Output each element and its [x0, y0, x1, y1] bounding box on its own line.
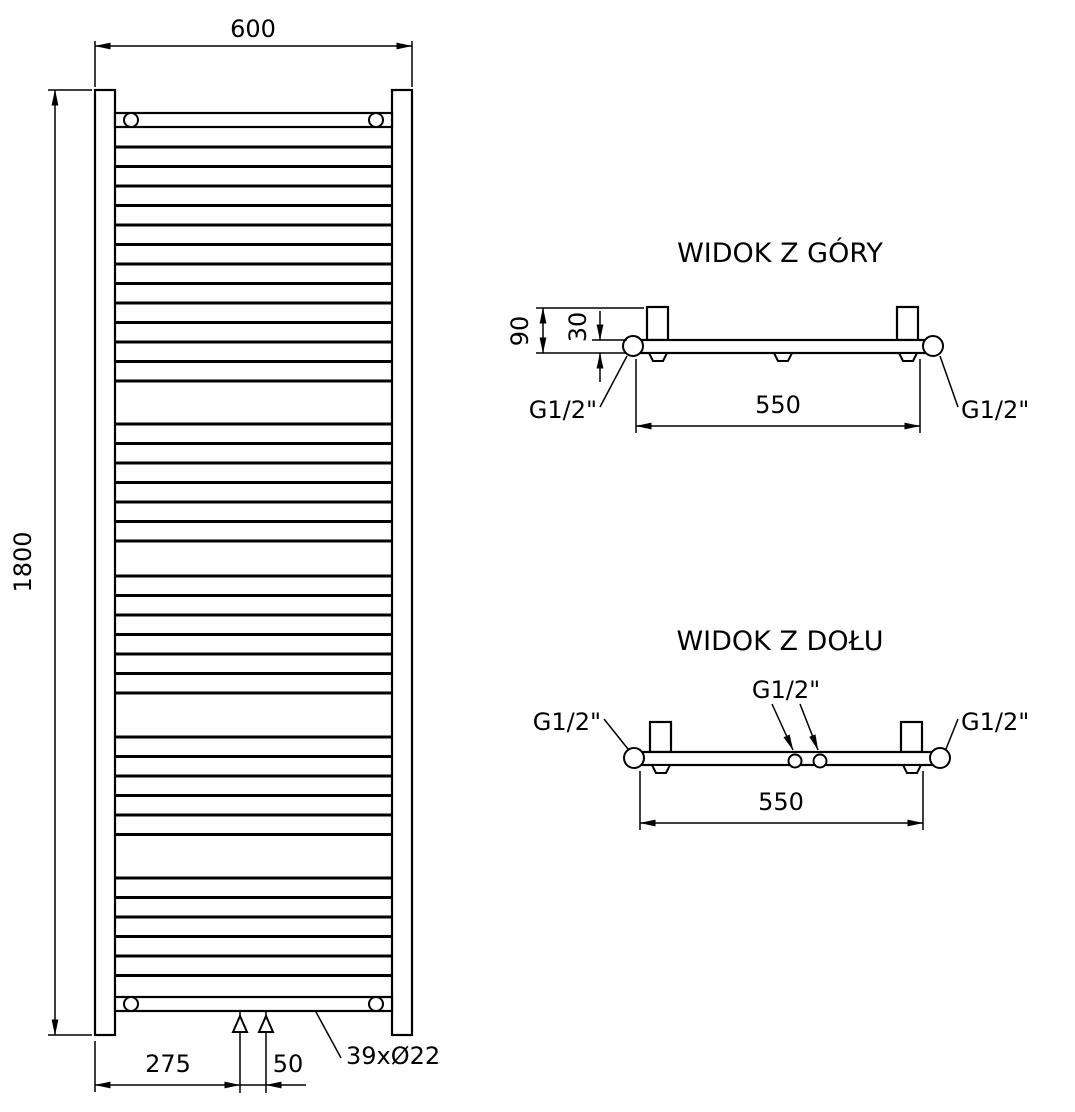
- axis-spacing-dimension-bottom: 550: [639, 771, 924, 830]
- left-connection-bottom: G1/2": [533, 708, 629, 750]
- left-wall-pipe-bottom: [648, 720, 673, 754]
- bottom-right-plug: [368, 996, 384, 1012]
- right-collector: [390, 88, 414, 1037]
- left-bracket-foot: [647, 352, 669, 362]
- height-label: 1800: [9, 531, 37, 592]
- width-label: 600: [230, 15, 276, 43]
- center-connection-right: [812, 753, 828, 769]
- top-right-plug: [368, 112, 384, 128]
- bottom-view: WIDOK Z DOŁU G1/2" G1/2" G1/2": [533, 626, 1029, 830]
- bottom-offset-dimension: 275: [94, 1041, 241, 1092]
- leader-line: [799, 703, 819, 751]
- tube-offset-label: 30: [564, 312, 592, 343]
- center-connection-label: G1/2": [752, 676, 820, 704]
- width-dimension: 600: [94, 15, 413, 87]
- center-connection-callout: G1/2": [752, 676, 820, 751]
- leader-line: [939, 355, 959, 408]
- bottom-connection-right: [257, 1011, 275, 1093]
- leader-line: [603, 718, 629, 750]
- right-wall-pipe-top: [895, 305, 920, 342]
- bottom-header-tube: [113, 995, 394, 1013]
- axis-spacing-dimension-top: 550: [635, 359, 921, 433]
- axis-spacing-label-top: 550: [755, 391, 801, 419]
- left-wall-pipe-top: [645, 305, 670, 342]
- right-wall-pipe-bottom: [899, 720, 924, 754]
- bottom-offset-label: 275: [145, 1050, 191, 1078]
- top-view: WIDOK Z GÓRY 90 30: [506, 237, 1029, 433]
- axis-spacing-label-bottom: 550: [758, 788, 804, 816]
- left-connection-label-bottom: G1/2": [533, 708, 601, 736]
- left-connection-top: G1/2": [529, 355, 628, 424]
- tube-spec: 39xØ22: [315, 1011, 440, 1070]
- right-connection-label-bottom: G1/2": [961, 708, 1029, 736]
- height-dimension: 1800: [9, 89, 92, 1036]
- connection-spacing-dimension: 50: [240, 1050, 306, 1089]
- tube-offset-dimension: 30: [564, 311, 627, 382]
- leader-line: [315, 1011, 342, 1059]
- right-connection-bottom: G1/2": [945, 708, 1029, 750]
- rung-tubes: [115, 145, 392, 977]
- tube-spec-label: 39xØ22: [346, 1042, 440, 1070]
- right-connection-label-top: G1/2": [961, 396, 1029, 424]
- top-header-tube: [113, 111, 394, 129]
- left-valve-top: [622, 335, 644, 357]
- depth-label: 90: [506, 316, 534, 347]
- top-view-title: WIDOK Z GÓRY: [677, 237, 883, 269]
- center-bracket-foot: [772, 352, 794, 362]
- connection-arrow-icon: [257, 1013, 275, 1033]
- right-valve-top: [922, 335, 944, 357]
- right-connection-top: G1/2": [939, 355, 1029, 424]
- bottom-left-plug: [123, 996, 139, 1012]
- left-connection-label-top: G1/2": [529, 396, 597, 424]
- leader-line: [599, 355, 628, 408]
- front-view: 600 1800: [9, 15, 440, 1093]
- connection-spacing-label: 50: [273, 1050, 304, 1078]
- left-bracket-foot-bottom: [650, 764, 672, 774]
- right-bracket-foot: [897, 352, 919, 362]
- bottom-view-title: WIDOK Z DOŁU: [676, 626, 883, 657]
- left-collector: [93, 88, 117, 1037]
- right-valve-bottom: [929, 747, 951, 769]
- right-bracket-foot-bottom: [901, 764, 923, 774]
- depth-dimension: 90: [506, 307, 644, 354]
- center-connection-left: [787, 753, 803, 769]
- left-valve-bottom: [623, 747, 645, 769]
- leader-line: [945, 718, 959, 750]
- header-tube-topview: [628, 338, 937, 355]
- connection-arrow-icon: [231, 1013, 249, 1033]
- header-tube-bottomview: [634, 750, 940, 767]
- bottom-connection-left: [231, 1011, 249, 1093]
- top-left-plug: [123, 112, 139, 128]
- leader-line: [771, 703, 794, 751]
